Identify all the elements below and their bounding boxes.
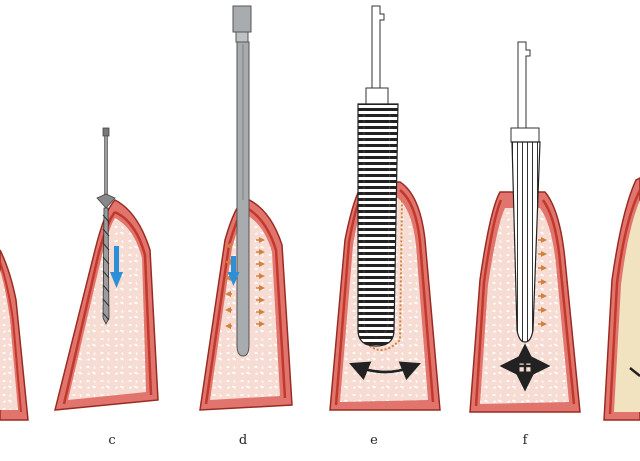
compaction-dots-d	[225, 237, 265, 329]
panel-f: f	[469, 41, 581, 448]
panel-label-c: c	[108, 433, 115, 448]
panel-e: e	[329, 5, 441, 448]
horizontal-curved-arrow-e	[349, 361, 421, 381]
four-way-arrow-f	[499, 343, 551, 392]
partial-panel-right	[603, 177, 640, 421]
panel-label-f: f	[523, 433, 529, 448]
down-arrow-c	[110, 246, 123, 288]
down-arrow-d	[227, 256, 240, 286]
osteotome-tool	[232, 5, 252, 357]
threaded-expander-tool	[357, 5, 399, 347]
partial-panel-left	[0, 249, 29, 421]
fluted-expander-tool	[510, 41, 541, 343]
panel-c: c	[54, 127, 159, 448]
panel-d: d	[199, 5, 293, 448]
drill-tool	[96, 127, 116, 325]
panel-label-d: d	[239, 433, 247, 448]
compaction-dots-f	[538, 237, 547, 327]
panel-label-e: e	[370, 433, 378, 448]
